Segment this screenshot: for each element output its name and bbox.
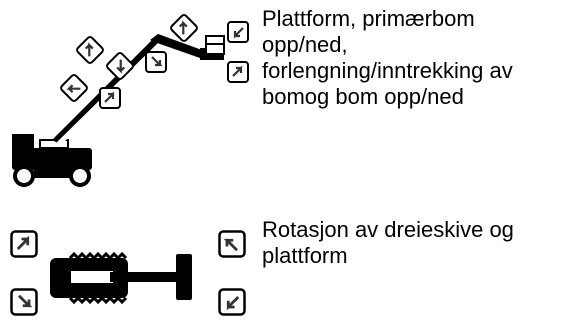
rotation-caption: Rotasjon av dreieskive og plattform — [262, 217, 514, 268]
arrow-key-icon — [58, 12, 250, 110]
boom-lift-top-view-icon — [50, 251, 192, 305]
boom-functions-caption: Plattform, primærbom opp/ned, forlengnin… — [262, 6, 513, 109]
